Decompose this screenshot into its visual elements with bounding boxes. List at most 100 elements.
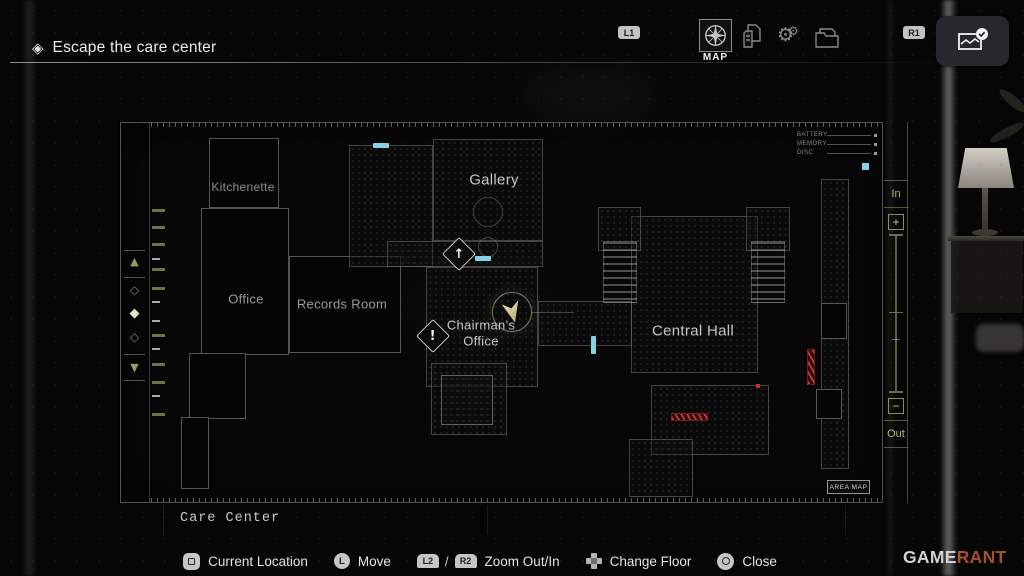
slider-tick	[892, 339, 900, 340]
legend-dot	[874, 133, 877, 137]
light-streak-right	[940, 0, 957, 576]
hint-zoom[interactable]: L2 / R2 Zoom Out/In	[416, 554, 560, 569]
stair-tower-left	[598, 207, 641, 251]
room-label-gallery: Gallery	[469, 171, 519, 189]
zoom-in-button[interactable]: +	[888, 214, 904, 230]
documents-icon	[743, 24, 761, 48]
hint-move[interactable]: L Move	[333, 553, 391, 569]
tab-settings[interactable]: ⚙⚙	[777, 24, 799, 46]
scale-tick	[152, 334, 165, 337]
zoom-slider[interactable]	[895, 235, 897, 391]
gallery-fan	[478, 237, 498, 257]
floor-down-arrow[interactable]: ▼	[130, 361, 139, 374]
dpad-icon	[585, 553, 602, 569]
legend-row: BATTERY	[797, 132, 877, 138]
compass-icon	[704, 24, 727, 47]
hint-current-location[interactable]: Current Location	[183, 552, 308, 570]
floor-item-upper[interactable]: ◇	[129, 283, 140, 297]
objective-row: ◈ Escape the care center	[32, 39, 216, 57]
corridor-west	[349, 145, 433, 267]
tab-map-label: MAP	[702, 52, 729, 63]
scale-tick	[152, 413, 165, 416]
zoom-out-button[interactable]: −	[888, 398, 904, 414]
tab-results[interactable]	[936, 16, 1009, 66]
tab-files[interactable]	[814, 27, 840, 53]
square-button-icon	[183, 552, 201, 570]
zoom-out-label: Out	[884, 420, 908, 448]
legend-line	[827, 152, 871, 154]
plant-leaf	[988, 119, 1024, 146]
scale-tick	[152, 243, 165, 246]
east-small-room	[821, 303, 847, 339]
stair-tower-right	[746, 207, 790, 251]
room-office	[201, 208, 289, 355]
folder-icon	[815, 28, 839, 48]
tab-records[interactable]	[742, 23, 763, 55]
hint-change-floor[interactable]: Change Floor	[585, 553, 691, 569]
light-streak-left	[22, 0, 37, 576]
map-panel[interactable]: ▲ ◇ ◆ ◇ ▼	[120, 122, 883, 503]
room-label-chairmans-office: Chairman's Office	[446, 317, 516, 348]
tab-map[interactable]	[699, 19, 732, 52]
light-streak-right-dim	[885, 0, 895, 576]
scale-tick	[152, 363, 165, 366]
grid-guide	[163, 505, 164, 535]
legend-row: MEMORY	[797, 141, 877, 147]
lamp-stem	[982, 188, 988, 232]
room-label-central-hall: Central Hall	[652, 322, 734, 340]
scale-tick	[152, 348, 160, 350]
objective-text: Escape the care center	[52, 39, 217, 56]
room-records	[289, 256, 401, 353]
floor-separator	[124, 250, 145, 251]
scale-tick	[152, 209, 165, 212]
scale-tick	[152, 258, 160, 260]
legend-dot	[874, 151, 877, 155]
floor-up-arrow[interactable]: ▲	[130, 255, 139, 268]
south-room	[629, 439, 693, 497]
floor-separator	[124, 380, 145, 381]
lamp-base	[972, 229, 998, 236]
map-check-icon	[957, 28, 988, 50]
ruler-bottom	[151, 498, 880, 502]
plant-leaf	[996, 86, 1024, 116]
legend-row: DISC	[797, 150, 877, 156]
floor-item-lower[interactable]: ◇	[129, 330, 140, 344]
floor-separator	[124, 354, 145, 355]
l2-button-icon: L2	[416, 554, 439, 568]
stairs-left	[603, 241, 637, 303]
room-kitchenette	[209, 138, 279, 208]
slider-tick	[889, 312, 903, 313]
scale-tick	[152, 226, 165, 229]
side-table	[948, 236, 1024, 241]
hint-close[interactable]: Close	[717, 552, 777, 570]
gamerant-watermark: GAME RANT	[903, 547, 1007, 568]
scale-tick	[152, 395, 160, 397]
left-stick-icon: L	[333, 553, 350, 569]
scale-tick	[152, 287, 165, 290]
scale-tick	[152, 268, 165, 271]
legend-cyan-marker	[862, 163, 869, 170]
objective-underline	[10, 62, 955, 63]
room-label-records: Records Room	[296, 296, 388, 312]
legend-dot	[874, 142, 877, 146]
door-marker	[373, 143, 389, 148]
east-small-room	[816, 389, 842, 419]
player-sight-line	[532, 312, 574, 313]
cushion	[976, 324, 1024, 352]
gear-icon: ⚙	[777, 24, 795, 46]
hint-label: Close	[742, 553, 777, 569]
floor-item-current[interactable]: ◆	[129, 306, 140, 321]
lamp-shade	[958, 148, 1014, 188]
door-marker	[475, 256, 491, 261]
objective-diamond-icon: ◈	[32, 40, 44, 57]
hint-label: Current Location	[208, 553, 308, 569]
circle-button-icon	[717, 552, 735, 570]
r1-button-hint: R1	[903, 26, 925, 39]
area-map-button: AREA MAP	[827, 480, 870, 494]
player-location-marker	[492, 292, 532, 332]
red-dot-marker	[756, 384, 760, 388]
zoom-in-label: In	[884, 180, 908, 208]
blocked-passage-marker	[671, 413, 708, 421]
scale-tick	[152, 301, 160, 303]
